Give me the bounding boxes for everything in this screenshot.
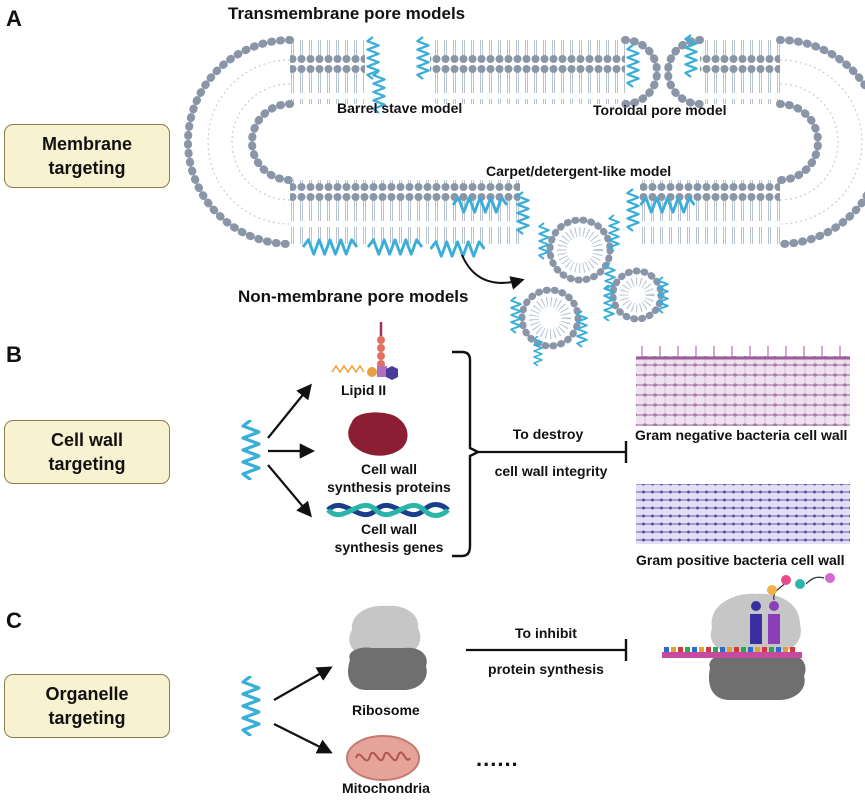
cell-wall-targeting-line2: targeting: [48, 454, 126, 474]
inhibit-label-line2: protein synthesis: [488, 661, 604, 677]
ribosome-label: Ribosome: [352, 702, 420, 718]
gram-positive-label: Gram positive bacteria cell wall: [636, 552, 845, 568]
lipid-ii-icon: [331, 322, 398, 380]
membrane-loop: [184, 36, 865, 248]
membrane-targeting-box: Membrane targeting: [4, 124, 170, 188]
panel-letter-c: C: [6, 608, 22, 633]
ribosome-icon: [347, 605, 427, 690]
organelle-targeting-line1: Organelle: [45, 684, 129, 704]
peptide-icon-c: [241, 676, 261, 736]
panel-c-arrows: [273, 666, 333, 754]
non-membrane-label: Non-membrane pore models: [238, 287, 469, 306]
genes-label-line2: synthesis genes: [334, 539, 444, 555]
gram-positive-wall: [636, 484, 850, 544]
cell-wall-protein-icon: [348, 412, 408, 456]
panel-letter-b: B: [6, 342, 22, 367]
mitochondria-label: Mitochondria: [342, 780, 430, 796]
inhibit-label-line1: To inhibit: [515, 625, 577, 641]
lipid-ii-label: Lipid II: [341, 382, 387, 398]
proteins-label-line1: Cell wall: [360, 461, 418, 477]
membrane-targeting-line2: targeting: [48, 158, 126, 178]
destroy-label-line2: cell wall integrity: [494, 463, 608, 479]
carpet-label: Carpet/detergent-like model: [486, 163, 672, 179]
panel-b-arrows: [267, 383, 316, 518]
cell-wall-targeting-box: Cell wall targeting: [4, 420, 170, 484]
non-membrane-arrow: [461, 254, 525, 290]
organelle-targeting-box: Organelle targeting: [4, 674, 170, 738]
destroy-label-line1: To destroy: [512, 426, 584, 442]
dna-icon: [326, 502, 450, 518]
ellipsis-label: ......: [476, 746, 519, 771]
cell-wall-targeting-line1: Cell wall: [50, 430, 124, 450]
peptide-icon-b: [241, 420, 261, 480]
transmembrane-title: Transmembrane pore models: [228, 4, 466, 23]
proteins-label-line2: synthesis proteins: [327, 479, 451, 495]
genes-label-line1: Cell wall: [360, 521, 418, 537]
mitochondria-icon: [346, 735, 420, 781]
panel-letter-a: A: [6, 6, 22, 31]
proteins-label: Cell wall synthesis proteins: [318, 460, 460, 496]
toroidal-label: Toroidal pore model: [593, 102, 727, 118]
translating-ribosome-icon: [662, 573, 835, 700]
micelles: [510, 213, 669, 366]
gram-negative-wall: [636, 346, 850, 426]
genes-label: Cell wall synthesis genes: [318, 520, 460, 556]
membrane-targeting-line1: Membrane: [41, 134, 133, 154]
gram-negative-label: Gram negative bacteria cell wall: [635, 427, 848, 443]
organelle-targeting-line2: targeting: [48, 708, 126, 728]
barrel-stave-label: Barrel stave model: [337, 100, 463, 116]
